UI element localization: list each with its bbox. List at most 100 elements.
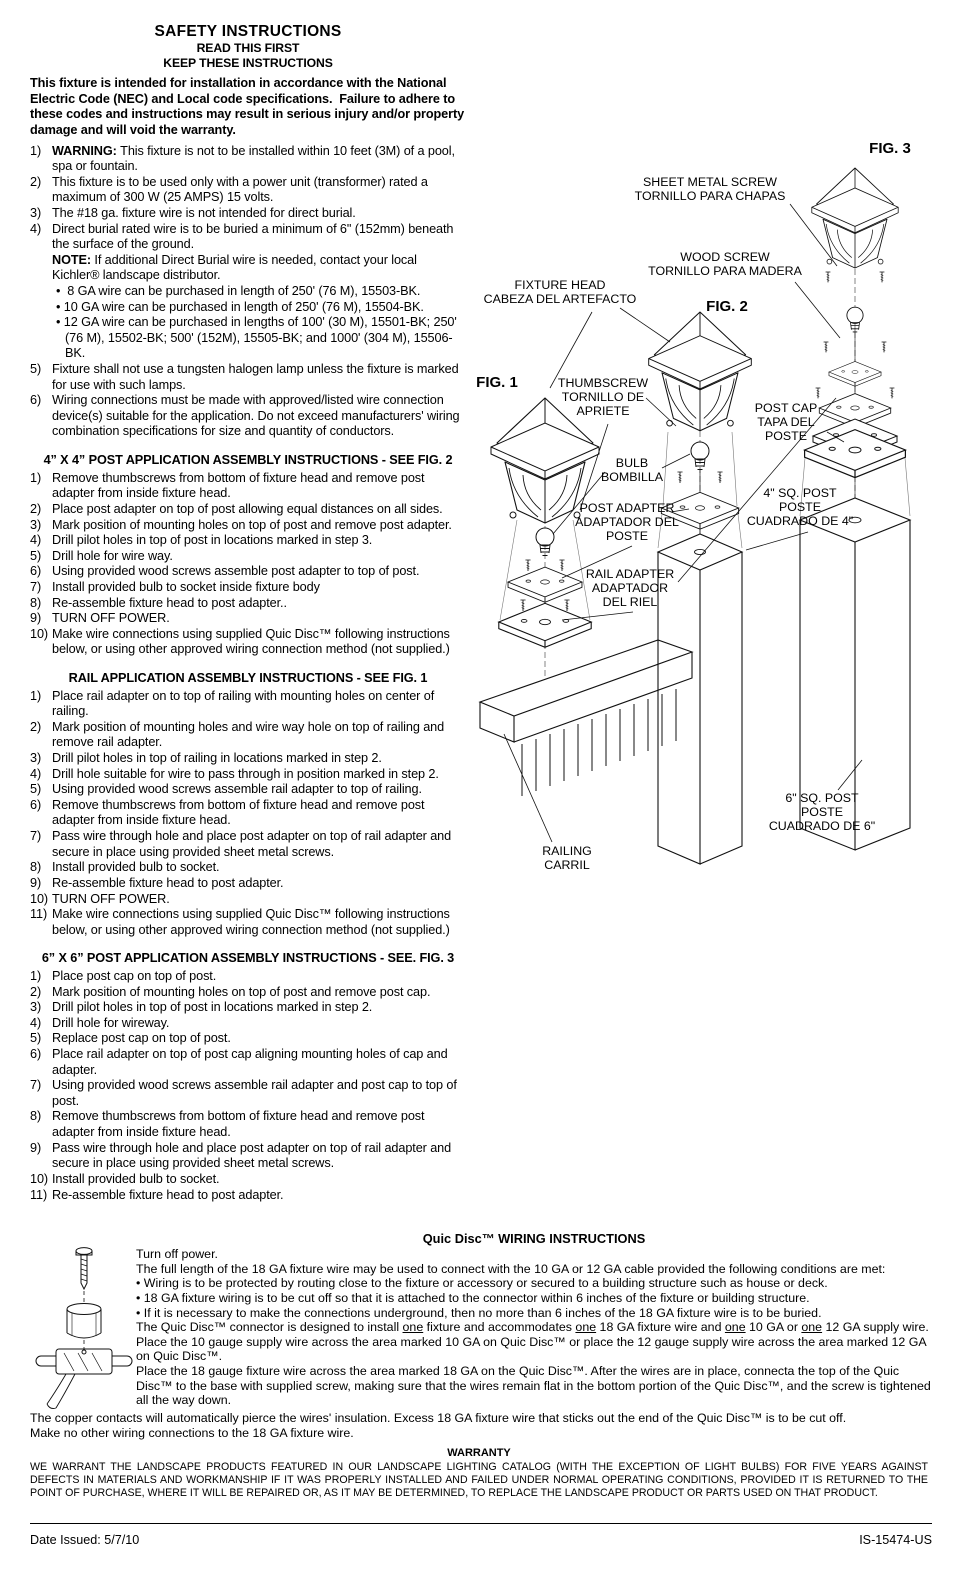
item-number xyxy=(30,315,52,362)
fig3-label: FIG. 3 xyxy=(869,140,911,157)
header-subtitle-1: READ THIS FIRST xyxy=(196,41,300,56)
callout-thumbscrew: THUMBSCREW TORNILLO DE APRIETE xyxy=(557,376,649,418)
wiring-line: Place the 18 gauge fixture wire across t… xyxy=(136,1364,931,1408)
item-text: Drill hole for wireway. xyxy=(52,1015,170,1030)
instruction-list: 1) Remove thumbscrews from bottom of fix… xyxy=(30,471,466,658)
item-number: 6) xyxy=(30,797,42,812)
item-number xyxy=(30,253,52,284)
list-item: NOTE: If additional Direct Burial wire i… xyxy=(30,253,466,284)
item-text: Fixture shall not use a tungsten halogen… xyxy=(52,362,459,392)
footer-doc-id: IS-15474-US xyxy=(859,1533,932,1547)
section-title: RAIL APPLICATION ASSEMBLY INSTRUCTIONS -… xyxy=(68,671,428,685)
instruction-list: 1) Place post cap on top of post. 2) Mar… xyxy=(30,969,466,1203)
item-number: 5) xyxy=(30,782,42,797)
item-text: WARNING: This fixture is not to be insta… xyxy=(52,143,455,174)
item-text: Using provided wood screws assemble rail… xyxy=(52,1078,457,1108)
instruction-list: 1) Place rail adapter on to top of raili… xyxy=(30,689,466,939)
list-item: 4) Direct burial rated wire is to be bur… xyxy=(30,222,466,253)
item-text: Install provided bulb to socket. xyxy=(52,860,220,875)
item-number: 1) xyxy=(30,143,42,158)
callout-wood-screw: WOOD SCREW TORNILLO PARA MADERA xyxy=(648,250,802,278)
item-number: 9) xyxy=(30,1140,42,1155)
wiring-line: • Wiring is to be protected by routing c… xyxy=(136,1276,828,1291)
list-item: 2) Mark position of mounting holes on to… xyxy=(30,985,466,1001)
item-number: 2) xyxy=(30,501,42,516)
callout-rail-adapter: RAIL ADAPTER ADAPTADOR DEL RIEL xyxy=(585,567,675,609)
list-item: 5) Drill hole for wire way. xyxy=(30,549,466,565)
item-bold-prefix: WARNING: xyxy=(52,143,121,158)
item-text: Direct burial rated wire is to be buried… xyxy=(52,221,454,252)
item-text: Mark position of mounting holes on top o… xyxy=(52,984,431,999)
header-subtitle-2: KEEP THESE INSTRUCTIONS xyxy=(163,56,333,71)
warranty-text: WE WARRANT THE LANDSCAPE PRODUCTS FEATUR… xyxy=(30,1461,928,1500)
item-text: Remove thumbscrews from bottom of fixtur… xyxy=(52,470,425,501)
wiring-line: • If it is necessary to make the connect… xyxy=(136,1305,822,1320)
item-number: 8) xyxy=(30,1109,42,1124)
item-text: Place rail adapter on to top of railing … xyxy=(52,688,435,719)
item-number xyxy=(30,284,52,300)
item-number: 11) xyxy=(30,907,48,922)
item-number: 4) xyxy=(30,766,42,781)
item-text: Mark position of mounting holes and wire… xyxy=(52,719,445,750)
list-item: • 12 GA wire can be purchased in lengths… xyxy=(30,315,466,362)
callout-6-sq-post: 6" SQ. POST POSTE CUADRADO DE 6" xyxy=(768,791,876,833)
item-text: Pass wire through hole and place post ad… xyxy=(52,1140,452,1171)
item-number: 4) xyxy=(30,221,42,236)
list-item: 9) Re-assemble fixture head to post adap… xyxy=(30,876,466,892)
list-item: 3) The #18 ga. fixture wire is not inten… xyxy=(30,206,466,222)
callout-post-cap: POST CAP TAPA DEL POSTE xyxy=(754,401,818,443)
list-item: 10) Install provided bulb to socket. xyxy=(30,1172,466,1188)
list-item: • 8 GA wire can be purchased in length o… xyxy=(30,284,466,300)
item-text: Place post cap on top of post. xyxy=(52,968,217,983)
list-item: 2) Place post adapter on top of post all… xyxy=(30,502,466,518)
item-text: Remove thumbscrews from bottom of fixtur… xyxy=(52,1109,425,1140)
list-item: 1) WARNING: This fixture is not to be in… xyxy=(30,144,466,175)
item-number: 2) xyxy=(30,719,42,734)
list-item: 8) Remove thumbscrews from bottom of fix… xyxy=(30,1109,466,1140)
item-number: 7) xyxy=(30,1078,42,1093)
wiring-line: The Quic Disc™ connector is designed to … xyxy=(136,1320,929,1364)
list-item: 8) Install provided bulb to socket. xyxy=(30,860,466,876)
list-item: 6) Remove thumbscrews from bottom of fix… xyxy=(30,798,466,829)
callout-leader-lines xyxy=(503,203,863,843)
item-text: Using provided wood screws assemble post… xyxy=(52,564,420,579)
item-number: 1) xyxy=(30,688,42,703)
item-number: 9) xyxy=(30,875,42,890)
list-item: 1) Place post cap on top of post. xyxy=(30,969,466,985)
item-text: Drill pilot holes in top of post in loca… xyxy=(52,1000,373,1015)
item-number: 5) xyxy=(30,548,42,563)
item-bold-prefix: NOTE: xyxy=(52,252,95,267)
item-text: • 10 GA wire can be purchased in length … xyxy=(56,299,424,314)
wiring-paragraphs: Turn off power. The full length of the 1… xyxy=(136,1247,932,1408)
wiring-line: Make no other wiring connections to the … xyxy=(30,1425,354,1440)
wiring-line: The copper contacts will automatically p… xyxy=(30,1410,847,1425)
list-item: 10) Make wire connections using supplied… xyxy=(30,627,466,658)
list-item: 5) Replace post cap on top of post. xyxy=(30,1031,466,1047)
item-text: NOTE: If additional Direct Burial wire i… xyxy=(52,252,417,283)
callout-bulb: BULB BOMBILLA xyxy=(601,456,663,484)
item-number: 9) xyxy=(30,611,42,626)
item-text: Using provided wood screws assemble rail… xyxy=(52,782,422,797)
list-item: • 10 GA wire can be purchased in length … xyxy=(30,300,466,316)
item-number: 3) xyxy=(30,205,42,220)
section-title: 4” X 4” POST APPLICATION ASSEMBLY INSTRU… xyxy=(43,453,453,468)
instructions-column: SAFETY INSTRUCTIONS READ THIS FIRST KEEP… xyxy=(30,22,466,1203)
wiring-title: Quic Disc™ WIRING INSTRUCTIONS xyxy=(422,1231,646,1246)
item-text: Re-assemble fixture head to post adapter… xyxy=(52,875,284,890)
list-item: 7) Pass wire through hole and place post… xyxy=(30,829,466,860)
item-number: 4) xyxy=(30,1015,42,1030)
item-number: 10) xyxy=(30,1171,49,1186)
item-text: Pass wire through hole and place post ad… xyxy=(52,829,452,859)
list-item: 8) Re-assemble fixture head to post adap… xyxy=(30,596,466,612)
item-text: Drill pilot holes in top of railing in l… xyxy=(52,751,382,766)
item-number: 2) xyxy=(30,174,42,189)
item-number: 3) xyxy=(30,751,42,766)
item-text: Drill pilot holes in top of post in loca… xyxy=(52,533,373,548)
item-number: 8) xyxy=(30,860,42,875)
item-number: 2) xyxy=(30,984,42,999)
footer-date: Date Issued: 5/7/10 xyxy=(30,1533,140,1547)
fig1-drawing xyxy=(478,397,694,796)
section-rail: RAIL APPLICATION ASSEMBLY INSTRUCTIONS -… xyxy=(30,671,466,938)
item-text: The #18 ga. fixture wire is not intended… xyxy=(52,205,356,220)
assembly-diagrams: FIG. 1 FIG. 2 FIG. 3 SHEET METAL SCREW T… xyxy=(440,120,954,910)
